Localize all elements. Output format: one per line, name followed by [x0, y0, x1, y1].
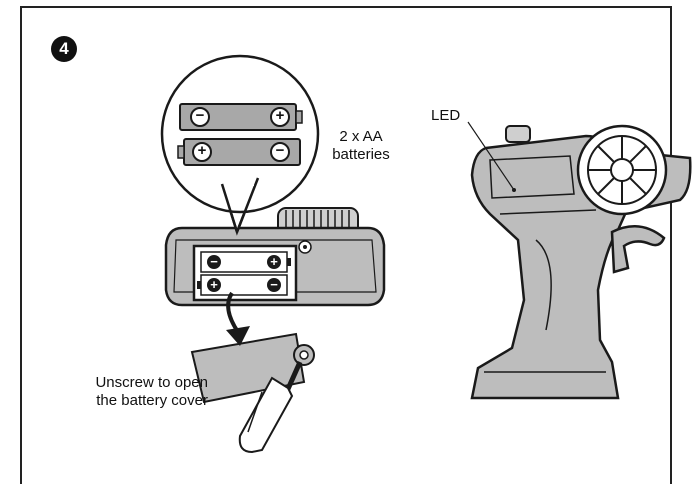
trigger [610, 225, 666, 274]
led-label: LED [431, 107, 461, 124]
aa-battery-2 [177, 138, 301, 166]
compartment-1-plus: + [270, 254, 278, 269]
batteries-label: 2 x AA batteries [326, 128, 396, 164]
magnifier-bubble [160, 54, 320, 236]
led-pointer [467, 121, 516, 192]
unscrew-label-line1: Unscrew to open [95, 374, 208, 391]
batteries-label-line1: 2 x AA [339, 128, 383, 145]
battery-2-plus: + [197, 142, 207, 159]
battery-2-minus: − [275, 142, 285, 159]
steering-wheel-icon [576, 124, 668, 216]
battery-1-minus: − [195, 107, 205, 124]
aa-battery-1 [179, 103, 303, 131]
compartment-2-plus: + [210, 277, 218, 292]
compartment-2-minus: − [270, 277, 278, 292]
batteries-label-line2: batteries [332, 146, 390, 163]
unscrew-label-line2: the battery cover [96, 392, 208, 409]
instruction-frame [20, 6, 672, 484]
compartment-1-minus: − [210, 254, 218, 269]
unscrew-label: Unscrew to open the battery cover [48, 374, 208, 410]
battery-compartment [192, 244, 298, 302]
curved-arrow-icon [226, 291, 250, 346]
battery-1-plus: + [275, 107, 285, 124]
step-number-badge: 4 [51, 36, 77, 62]
screwdriver-icon [238, 360, 303, 454]
